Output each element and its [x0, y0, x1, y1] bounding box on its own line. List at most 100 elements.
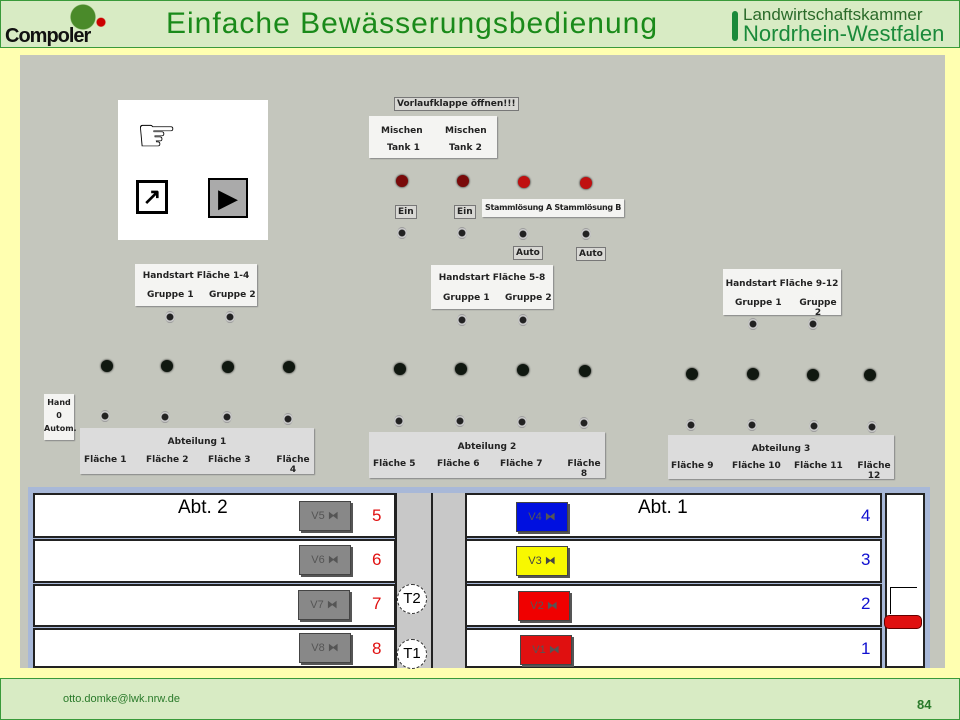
- gruppe-label: Gruppe 1: [443, 293, 490, 303]
- indicator-led: [580, 177, 592, 189]
- flaeche-label: Fläche 7: [500, 459, 543, 469]
- flaeche-label: Fläche 4: [276, 455, 310, 475]
- gruppe-label: Gruppe 2: [209, 290, 256, 300]
- toggle-switch[interactable]: [455, 415, 465, 427]
- section-number: 5: [372, 506, 382, 525]
- gruppe-label: Gruppe 1: [735, 298, 782, 308]
- handstart-title: Handstart Fläche 1-4: [142, 271, 250, 281]
- flaeche-label: Fläche 9: [671, 461, 714, 471]
- valve-v4-button[interactable]: V4 ⧓: [516, 502, 568, 532]
- indicator-led: [396, 175, 408, 187]
- stammloesung-label: Stammlösung A Stammlösung B: [482, 199, 625, 217]
- org-logo-icon: [732, 11, 738, 41]
- indicator-led: [222, 361, 234, 373]
- flaeche-label: Fläche 1: [84, 455, 127, 465]
- logo-plant-icon: [53, 4, 113, 30]
- toggle-switch[interactable]: [397, 227, 407, 239]
- mix-tank2-l2: Tank 2: [449, 143, 482, 153]
- toggle-switch[interactable]: [808, 318, 818, 330]
- page-number: 84: [917, 697, 932, 712]
- hmi-screen: Abt. 2 V5 ⧓ V6 ⧓ V7 ⧓ V8 ⧓ 5 6 7 8 T2 T1…: [28, 487, 930, 669]
- logo: Compoler: [5, 25, 91, 47]
- mixer-box: [885, 493, 925, 668]
- toggle-switch[interactable]: [457, 227, 467, 239]
- mode-hand: Hand: [47, 398, 71, 407]
- toggle-switch[interactable]: [457, 314, 467, 326]
- footer: otto.domke@lwk.nrw.de 84: [0, 678, 960, 720]
- indicator-led: [747, 368, 759, 380]
- toggle-switch[interactable]: [867, 421, 877, 433]
- flaeche-label: Fläche 6: [437, 459, 480, 469]
- indicator-led: [457, 175, 469, 187]
- toggle-switch[interactable]: [517, 416, 527, 428]
- auto-label: Auto: [513, 246, 543, 260]
- tank-t1[interactable]: T1: [397, 639, 427, 669]
- toggle-switch[interactable]: [686, 419, 696, 431]
- toggle-switch[interactable]: [518, 228, 528, 240]
- toggle-switch[interactable]: [747, 419, 757, 431]
- abteilung-3-label: Abteilung 3 Fläche 9 Fläche 10 Fläche 11…: [668, 435, 894, 481]
- indicator-led: [283, 361, 295, 373]
- section-number: 4: [861, 506, 871, 525]
- valve-v2-button[interactable]: V2 ⧓: [518, 591, 570, 621]
- org-name-line1: Landwirtschaftskammer: [743, 5, 923, 24]
- page-title: Einfache Bewässerungsbedienung: [166, 7, 658, 40]
- valve-v7-button[interactable]: V7 ⧓: [298, 590, 350, 620]
- section-number: 2: [861, 594, 871, 613]
- contact-email[interactable]: otto.domke@lwk.nrw.de: [63, 693, 180, 705]
- toggle-switch[interactable]: [165, 311, 175, 323]
- mode-off: 0: [56, 411, 62, 420]
- toggle-switch[interactable]: [809, 420, 819, 432]
- mode-label: Hand 0 Autom.: [44, 394, 77, 440]
- toggle-switch[interactable]: [160, 411, 170, 423]
- toggle-switch[interactable]: [225, 311, 235, 323]
- mixer-tank-icon[interactable]: [884, 615, 922, 629]
- mix-tank1-l2: Tank 1: [387, 143, 420, 153]
- play-icon[interactable]: ▶: [208, 178, 248, 218]
- indicator-led: [518, 176, 530, 188]
- mode-auto: Autom.: [44, 424, 77, 433]
- indicator-led: [517, 364, 529, 376]
- toggle-switch[interactable]: [222, 411, 232, 423]
- mix-tank1-l1: Mischen: [381, 126, 423, 136]
- abteilung-2-label: Abteilung 2 Fläche 5 Fläche 6 Fläche 7 F…: [369, 432, 605, 479]
- org-name-line2: Nordrhein-Westfalen: [743, 21, 945, 46]
- valve-v3-button[interactable]: V3 ⧓: [516, 546, 568, 576]
- tank-t2[interactable]: T2: [397, 584, 427, 614]
- handstart-title: Handstart Fläche 5-8: [438, 273, 546, 283]
- auto-label: Auto: [576, 247, 606, 261]
- abteilung-title: Abteilung 2: [457, 442, 517, 452]
- indicator-led: [864, 369, 876, 381]
- toggle-switch[interactable]: [283, 413, 293, 425]
- valve-v8-button[interactable]: V8 ⧓: [299, 633, 351, 663]
- pipe-right: [431, 493, 467, 668]
- header: Compoler Einfache Bewässerungsbedienung …: [0, 0, 960, 48]
- flaeche-label: Fläche 3: [208, 455, 251, 465]
- handstart-label-2: Handstart Fläche 5-8 Gruppe 1 Gruppe 2: [431, 265, 553, 309]
- toggle-switch[interactable]: [748, 318, 758, 330]
- abt2-title: Abt. 2: [178, 497, 228, 518]
- section-number: 1: [861, 639, 871, 658]
- handstart-title: Handstart Fläche 9-12: [725, 279, 839, 289]
- handstart-label-3: Handstart Fläche 9-12 Gruppe 1 Gruppe 2: [723, 269, 841, 318]
- valve-v5-button[interactable]: V5 ⧓: [299, 501, 351, 531]
- toggle-switch[interactable]: [581, 228, 591, 240]
- handstart-label-1: Handstart Fläche 1-4 Gruppe 1 Gruppe 2: [135, 264, 257, 306]
- toggle-switch[interactable]: [579, 417, 589, 429]
- indicator-led: [394, 363, 406, 375]
- section-number: 3: [861, 550, 871, 569]
- abteilung-1-label: Abteilung 1 Fläche 1 Fläche 2 Fläche 3 F…: [80, 428, 314, 475]
- jump-link-icon[interactable]: ↗: [136, 180, 168, 214]
- flaeche-label: Fläche 10: [732, 461, 781, 471]
- indicator-led: [101, 360, 113, 372]
- toggle-switch[interactable]: [100, 410, 110, 422]
- valve-v1-button[interactable]: V1 ⧓: [520, 635, 572, 665]
- toggle-switch[interactable]: [518, 314, 528, 326]
- mix-label: Mischen Tank 1 Mischen Tank 2: [369, 116, 497, 158]
- valve-v6-button[interactable]: V6 ⧓: [299, 545, 351, 575]
- indicator-led: [455, 363, 467, 375]
- gruppe-label: Gruppe 1: [147, 290, 194, 300]
- toggle-switch[interactable]: [394, 415, 404, 427]
- indicator-led: [807, 369, 819, 381]
- mixer-piping-icon: [890, 587, 917, 614]
